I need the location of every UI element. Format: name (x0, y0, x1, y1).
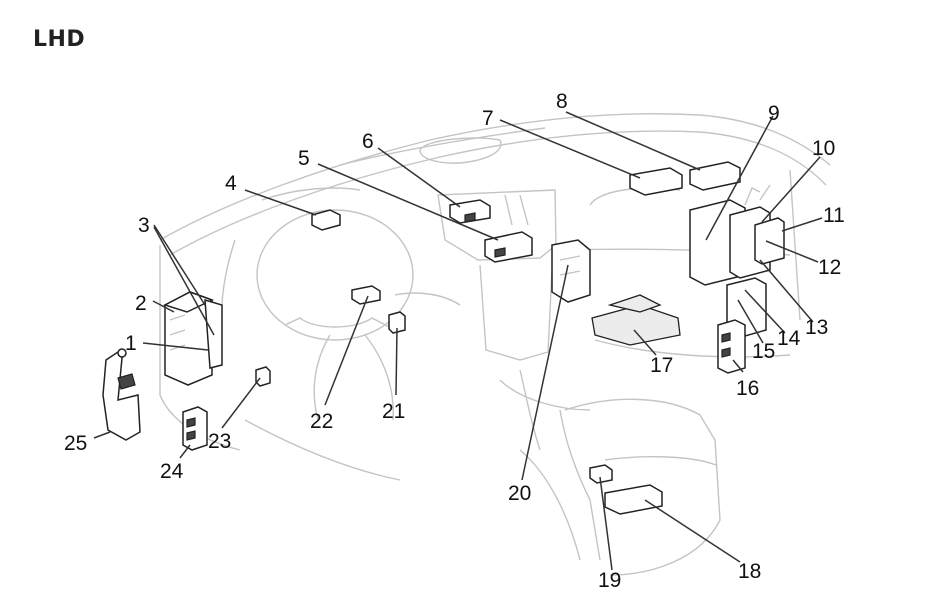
dashboard-outline (159, 113, 831, 576)
callout-22: 22 (310, 410, 333, 433)
callout-4: 4 (225, 172, 237, 195)
callout-1: 1 (125, 332, 137, 355)
callout-20: 20 (508, 482, 531, 505)
callout-2: 2 (135, 292, 147, 315)
callout-labels: 1 2 3 4 5 6 7 8 9 10 11 12 13 14 15 16 1… (64, 90, 845, 592)
callout-25: 25 (64, 432, 87, 455)
callout-9: 9 (768, 102, 780, 125)
callout-18: 18 (738, 560, 761, 583)
leader-lines (93, 111, 823, 571)
callout-3: 3 (138, 214, 150, 237)
callout-24: 24 (160, 460, 184, 483)
callout-19: 19 (598, 569, 621, 592)
callout-17: 17 (650, 354, 673, 377)
callout-14: 14 (777, 327, 801, 350)
callout-11: 11 (823, 204, 845, 227)
callout-23: 23 (208, 430, 231, 453)
callout-10: 10 (812, 137, 835, 160)
callout-12: 12 (818, 256, 841, 279)
callout-15: 15 (752, 340, 775, 363)
callout-13: 13 (805, 316, 828, 339)
callout-5: 5 (298, 147, 310, 170)
callout-16: 16 (736, 377, 759, 400)
component-drawings (102, 161, 785, 515)
callout-6: 6 (362, 130, 374, 153)
callout-7: 7 (482, 107, 494, 130)
diagram-title: LHD (33, 27, 86, 52)
callout-8: 8 (556, 90, 568, 113)
callout-21: 21 (382, 400, 405, 423)
